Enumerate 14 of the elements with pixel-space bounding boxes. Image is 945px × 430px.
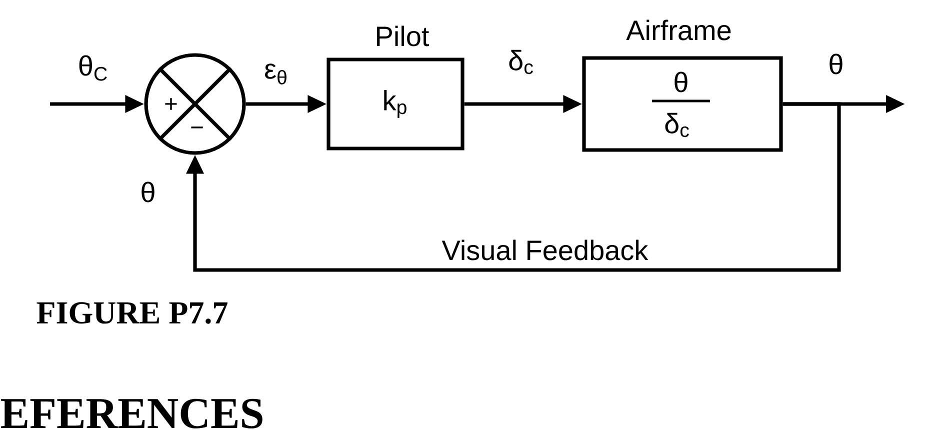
edge-label: δ$_{c}$ bbox=[509, 50, 533, 74]
section-heading: EFERENCES bbox=[0, 398, 262, 428]
block-title: Airframe bbox=[626, 20, 731, 40]
summing-junction: + − bbox=[144, 53, 246, 155]
figure-caption: FIGURE P7.7 bbox=[36, 302, 228, 324]
process-box: k$_{p}$ bbox=[326, 58, 464, 150]
arrow bbox=[186, 102, 841, 272]
signal-label: θ bbox=[142, 182, 154, 202]
edge-label: θ$_{C}$ bbox=[79, 55, 107, 81]
edge-label: θ bbox=[830, 54, 842, 74]
block-title: Pilot bbox=[377, 26, 430, 46]
edge-label: Visual Feedback bbox=[442, 240, 648, 260]
edge-label: ε$_{θ}$ bbox=[265, 64, 286, 84]
process-box: θ δ$_{c}$ bbox=[582, 56, 783, 152]
